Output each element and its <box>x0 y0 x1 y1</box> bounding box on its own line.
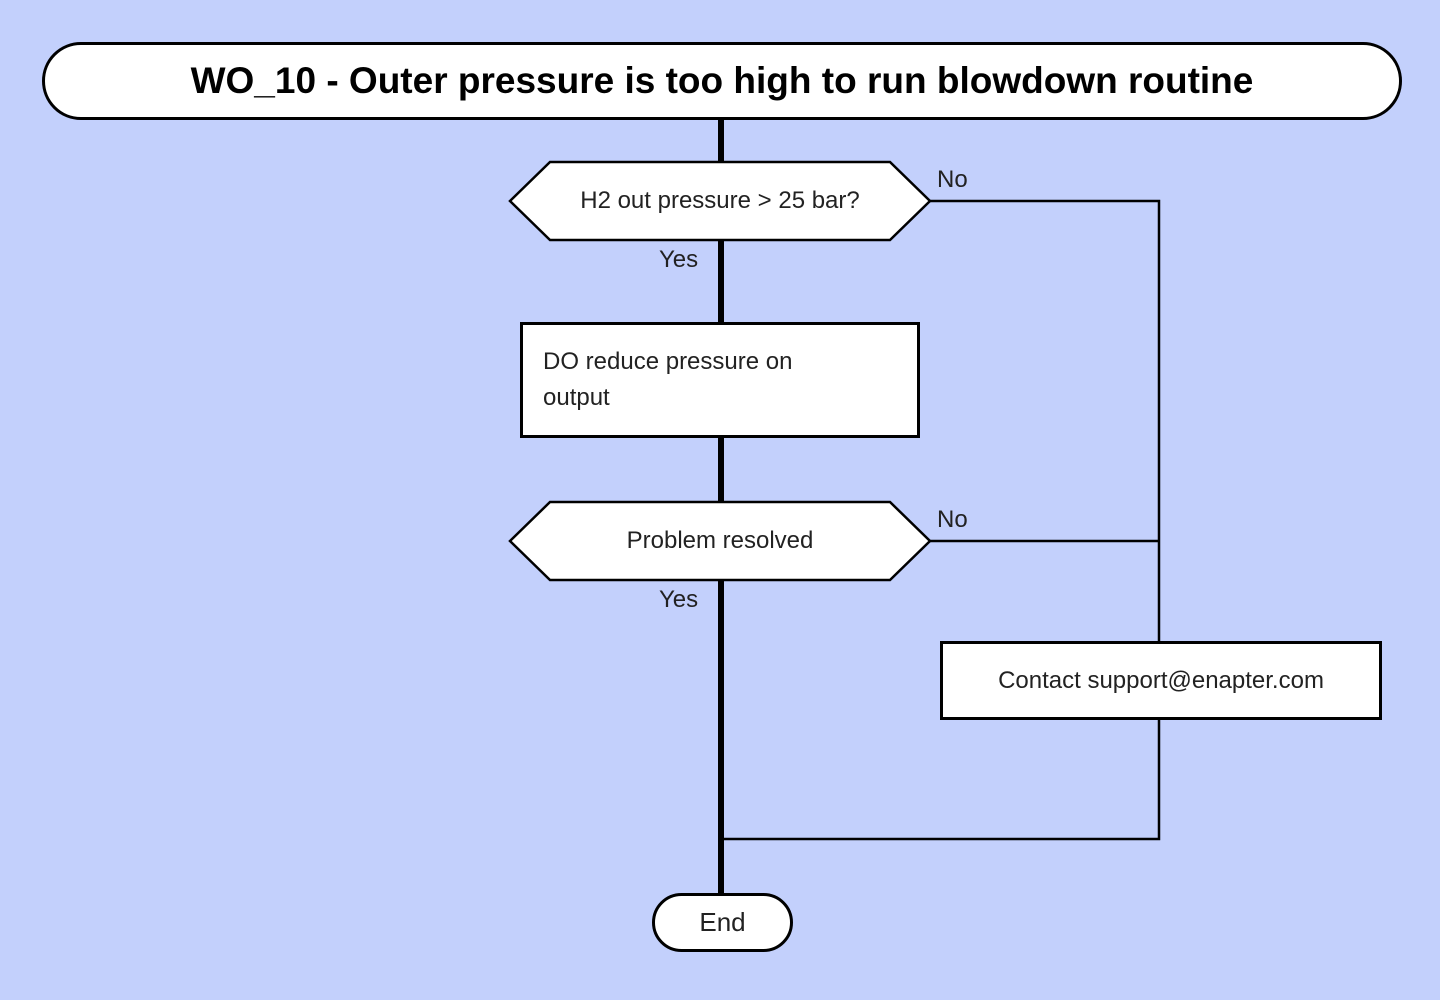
end-node-label: End <box>699 907 746 937</box>
edge-label-no-1: No <box>937 166 968 193</box>
end-node: End <box>652 893 793 952</box>
edge-label-yes-2: Yes <box>659 586 699 613</box>
decision-pressure-shape <box>508 160 932 242</box>
action-contact-support: Contact support@enapter.com <box>940 641 1382 720</box>
edge-label-no-2: No <box>937 506 968 533</box>
action-reduce-pressure-label: DO reduce pressure on output <box>543 348 793 411</box>
edge-no-branch <box>721 199 1161 841</box>
flowchart-title: WO_10 - Outer pressure is too high to ru… <box>42 42 1402 120</box>
decision-resolved-shape <box>508 500 932 582</box>
edge-label-yes-1: Yes <box>659 246 699 273</box>
flowchart-title-label: WO_10 - Outer pressure is too high to ru… <box>190 60 1254 101</box>
action-reduce-pressure: DO reduce pressure on output <box>520 322 920 438</box>
action-contact-support-label: Contact support@enapter.com <box>998 666 1324 694</box>
